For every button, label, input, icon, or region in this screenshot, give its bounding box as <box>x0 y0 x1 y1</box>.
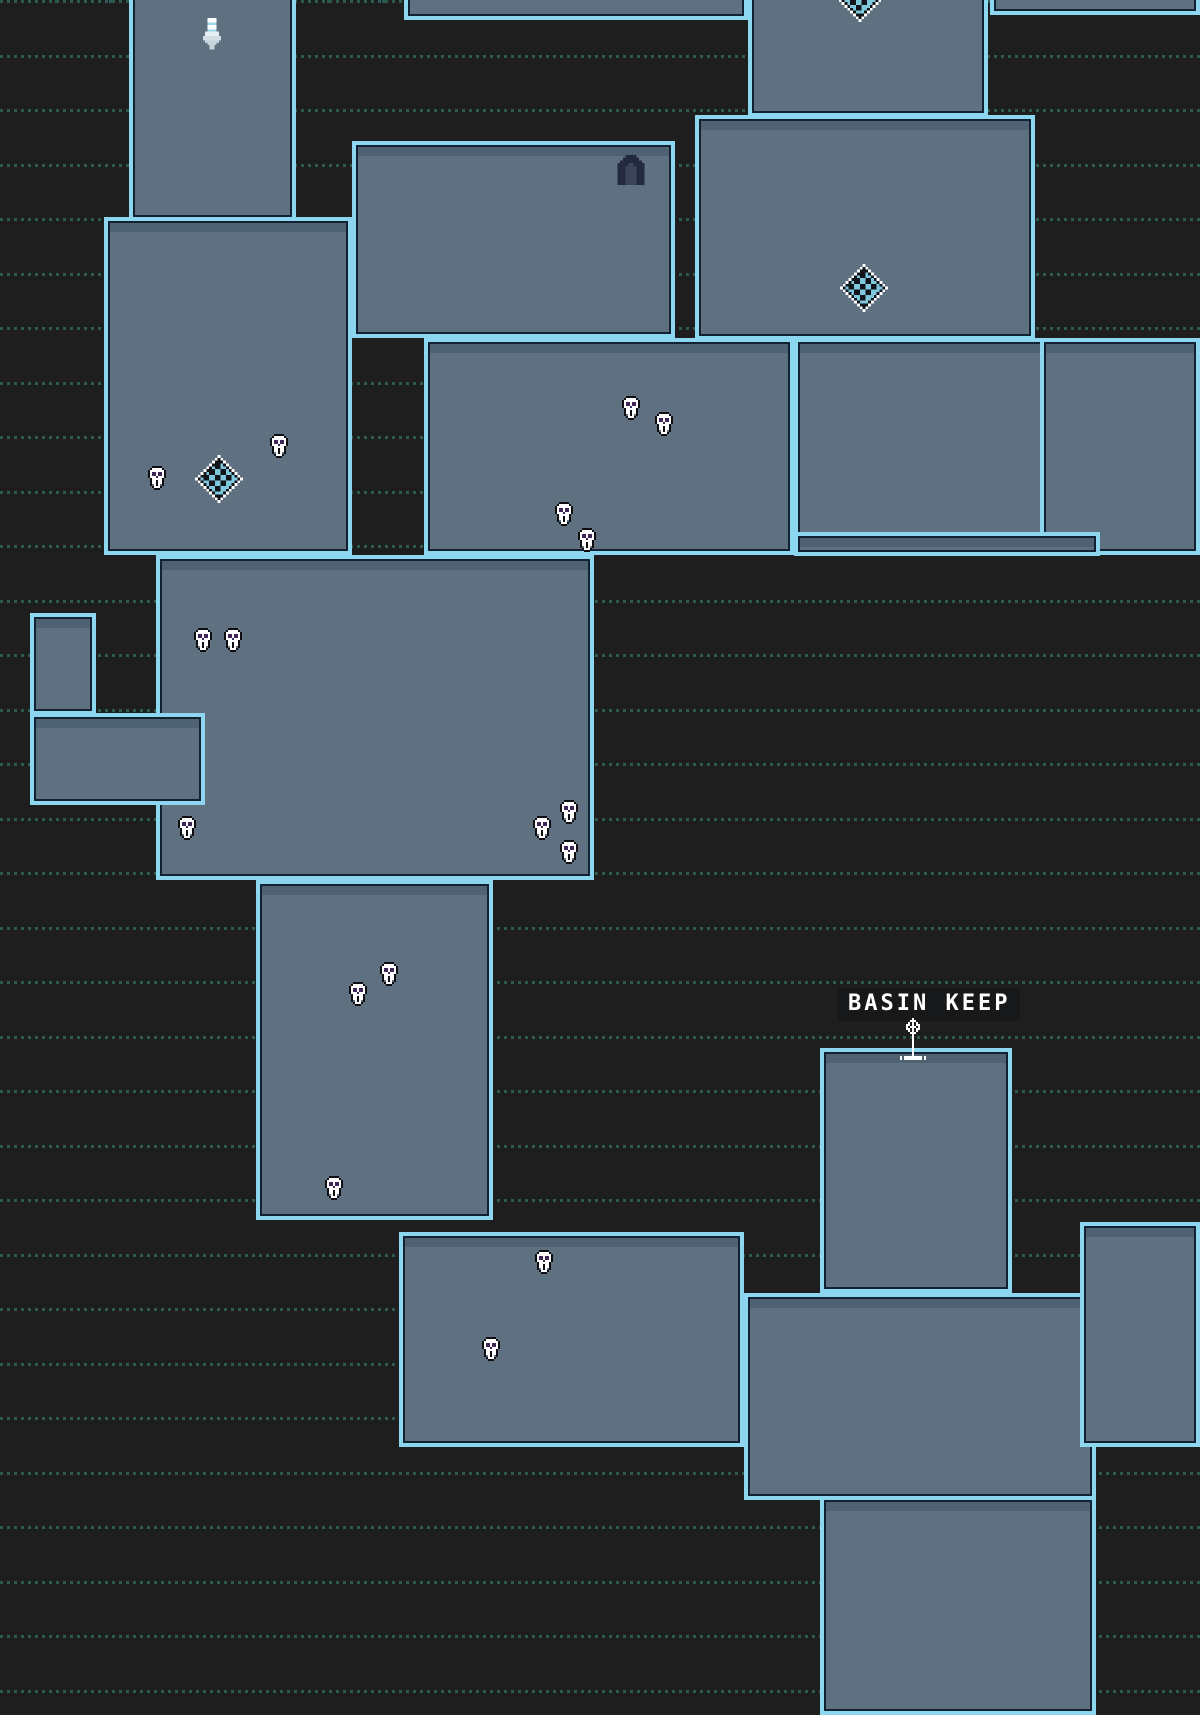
skull-icon <box>325 1176 343 1200</box>
room-top-shadow <box>405 1238 738 1247</box>
room-top-shadow <box>800 344 1094 353</box>
skull-icon <box>560 800 578 824</box>
grid-line-vertical <box>1036 0 1039 1715</box>
skull-icon <box>178 816 196 840</box>
room-top-shadow <box>162 561 588 570</box>
skull-icon <box>655 412 673 436</box>
grid-line-vertical <box>1145 0 1148 1715</box>
room-top-shadow <box>36 719 199 728</box>
grid-line-vertical <box>0 0 3 1715</box>
room-top-shadow <box>1046 344 1194 353</box>
room-room-basin-keep[interactable] <box>826 1054 1006 1287</box>
diamond-relic-icon <box>195 455 243 503</box>
skull-icon <box>560 840 578 864</box>
skull-icon <box>194 628 212 652</box>
room-top-shadow <box>110 223 346 232</box>
skull-icon <box>622 396 640 420</box>
room-room-top-left-large[interactable] <box>110 223 346 549</box>
room-room-mid-right-far[interactable] <box>1046 344 1194 549</box>
room-room-top-right-a[interactable] <box>754 0 982 111</box>
skull-icon <box>349 982 367 1006</box>
grid-line-vertical <box>654 0 657 1715</box>
room-top-shadow <box>826 1502 1090 1511</box>
room-room-left-small-upper[interactable] <box>36 619 90 709</box>
room-top-shadow <box>262 886 487 895</box>
room-top-shadow <box>701 121 1029 130</box>
room-room-bottom-right-b[interactable] <box>826 1502 1090 1709</box>
room-room-top-center[interactable] <box>358 147 669 332</box>
arch-door-icon <box>617 155 645 185</box>
room-room-right-edge[interactable] <box>996 0 1194 9</box>
skull-icon <box>148 466 166 490</box>
room-room-top-center-upper[interactable] <box>410 0 742 14</box>
skull-icon <box>482 1337 500 1361</box>
skull-icon <box>380 962 398 986</box>
room-top-shadow <box>1086 1228 1194 1237</box>
grid-line-vertical <box>709 0 712 1715</box>
skull-icon <box>270 434 288 458</box>
grid-line-vertical <box>927 0 930 1715</box>
map-label-basin-keep: BASIN KEEP <box>838 988 1021 1022</box>
skull-icon <box>535 1250 553 1274</box>
room-room-mid-upper[interactable] <box>430 344 788 549</box>
room-room-bottom-right-a[interactable] <box>750 1299 1090 1494</box>
room-room-center-core[interactable] <box>162 561 588 874</box>
room-top-shadow <box>430 344 788 353</box>
grid-line-vertical <box>981 0 984 1715</box>
room-room-left-small-lower[interactable] <box>36 719 199 799</box>
room-room-far-right-edge[interactable] <box>1086 1228 1194 1441</box>
grid-line-vertical <box>109 0 112 1715</box>
grid-line-vertical <box>872 0 875 1715</box>
skull-icon <box>224 628 242 652</box>
skull-icon <box>555 502 573 526</box>
room-top-shadow <box>750 1299 1090 1308</box>
grid-line-vertical <box>763 0 766 1715</box>
skull-icon <box>578 528 596 552</box>
keep-flag-icon <box>900 1018 926 1060</box>
room-room-lower-center[interactable] <box>262 886 487 1214</box>
arrow-down-icon <box>202 18 222 50</box>
grid-line-vertical <box>55 0 58 1715</box>
diamond-relic-icon <box>838 0 882 22</box>
room-room-bottom-center[interactable] <box>405 1238 738 1441</box>
skull-icon <box>533 816 551 840</box>
grid-line-vertical <box>1090 0 1093 1715</box>
room-top-shadow <box>800 538 1094 547</box>
room-top-shadow <box>358 147 669 156</box>
grid-line-vertical <box>818 0 821 1715</box>
grid-line-vertical <box>600 0 603 1715</box>
diamond-relic-icon <box>840 264 888 312</box>
room-top-shadow <box>36 619 90 628</box>
